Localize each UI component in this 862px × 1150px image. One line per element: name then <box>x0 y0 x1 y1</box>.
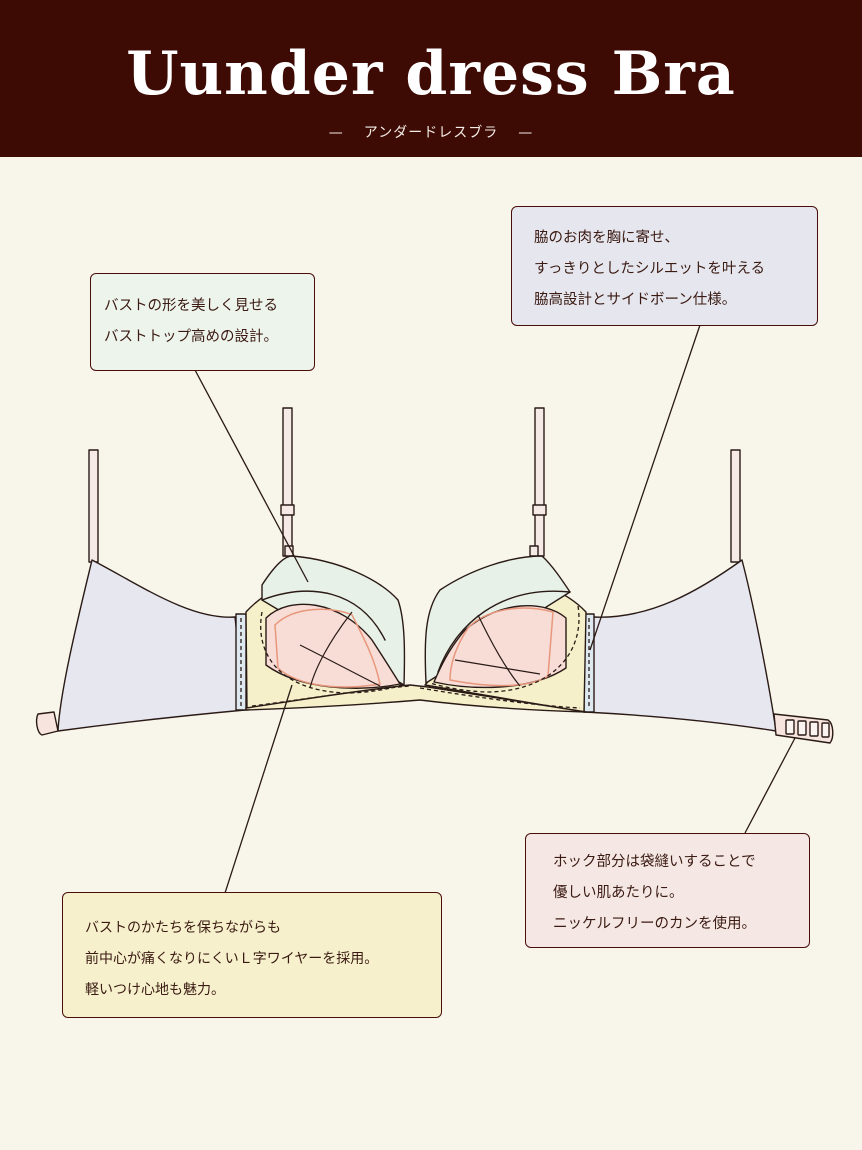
callout-line: 優しい肌あたりに。 <box>553 885 684 901</box>
callout-line: 脇のお肉を胸に寄せ、 <box>534 230 679 246</box>
subtitle-dash-left: — <box>328 125 344 141</box>
leader-wire <box>224 684 293 894</box>
page-subtitle: — アンダードレスブラ — <box>0 126 862 140</box>
left-cup-band-line <box>261 590 386 641</box>
callout-bust-top: バストの形を美しく見せる バストトップ高めの設計。 <box>90 273 315 371</box>
right-pad-outline <box>449 607 554 687</box>
callout-line: 前中心が痛くなりにくいＬ字ワイヤーを採用。 <box>85 951 379 967</box>
right-strap-ring <box>529 545 539 557</box>
left-hook-tab <box>35 711 59 736</box>
hook-eye <box>785 719 795 735</box>
subtitle-text: アンダードレスブラ <box>363 125 499 141</box>
leader-hook <box>744 737 796 834</box>
subtitle-dash-right: — <box>518 125 534 141</box>
callout-side: 脇のお肉を胸に寄せ、 すっきりとしたシルエットを叶える 脇高設計とサイドボーン仕… <box>511 206 818 326</box>
callout-line: バストのかたちを保ちながらも <box>85 920 281 936</box>
callout-line: ホック部分は袋縫いすることで <box>553 854 756 870</box>
left-pad-seam-2 <box>299 644 381 687</box>
left-strap-adjuster <box>280 504 295 516</box>
callout-hook: ホック部分は袋縫いすることで 優しい肌あたりに。 ニッケルフリーのカンを使用。 <box>525 833 810 948</box>
right-strap-adjuster <box>532 504 547 516</box>
right-pad-seam-2 <box>454 659 541 675</box>
left-gore-stitch <box>251 685 411 707</box>
leader-side <box>589 324 701 651</box>
hook-eye <box>797 720 807 736</box>
right-pad-seam <box>477 614 521 687</box>
header-banner: Uunder dress Bra — アンダードレスブラ — <box>0 0 862 157</box>
callout-line: 脇高設計とサイドボーン仕様。 <box>534 292 737 308</box>
right-cup-stitch <box>429 605 580 693</box>
hook-eye <box>821 722 830 738</box>
center-gore <box>245 684 587 713</box>
right-front-strap <box>534 407 545 557</box>
right-back-strap <box>730 449 741 563</box>
callout-line: ニッケルフリーのカンを使用。 <box>553 916 756 932</box>
callout-line: バストの形を美しく見せる <box>104 298 278 314</box>
page-title: Uunder dress Bra <box>126 39 736 109</box>
left-back-strap <box>88 449 99 563</box>
callout-wire: バストのかたちを保ちながらも 前中心が痛くなりにくいＬ字ワイヤーを採用。 軽いつ… <box>62 892 442 1018</box>
callout-line: すっきりとしたシルエットを叶える <box>534 261 765 277</box>
left-wing <box>57 559 246 732</box>
left-front-strap <box>282 407 293 557</box>
left-pad-seam <box>309 611 353 689</box>
right-cup-band-line <box>437 590 571 673</box>
leader-bust-top <box>194 369 309 583</box>
callout-line: 軽いつけ心地も魅力。 <box>85 982 225 998</box>
callout-line: バストトップ高めの設計。 <box>104 329 278 345</box>
right-wing <box>584 559 777 732</box>
hook-eye <box>809 721 819 737</box>
